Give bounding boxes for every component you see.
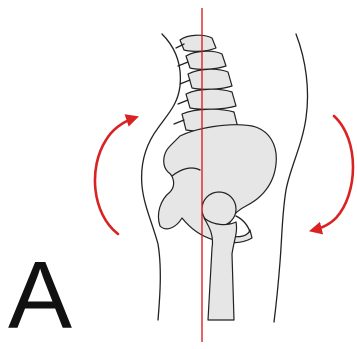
curved-arrow-up-right-icon bbox=[95, 118, 134, 234]
lumbar-spine bbox=[174, 35, 238, 131]
spinous-process-3 bbox=[180, 80, 190, 84]
front-contour bbox=[274, 34, 308, 322]
spinous-process-4 bbox=[178, 100, 188, 104]
vertebra-1 bbox=[180, 35, 216, 51]
pubic-edge bbox=[236, 216, 250, 232]
vertebra-2 bbox=[186, 51, 226, 69]
vertebra-3 bbox=[188, 69, 232, 89]
curved-arrow-down-left-icon bbox=[314, 116, 353, 230]
spinous-process-5 bbox=[174, 120, 184, 124]
vertebra-4 bbox=[186, 89, 236, 109]
panel-label: A bbox=[8, 248, 72, 344]
